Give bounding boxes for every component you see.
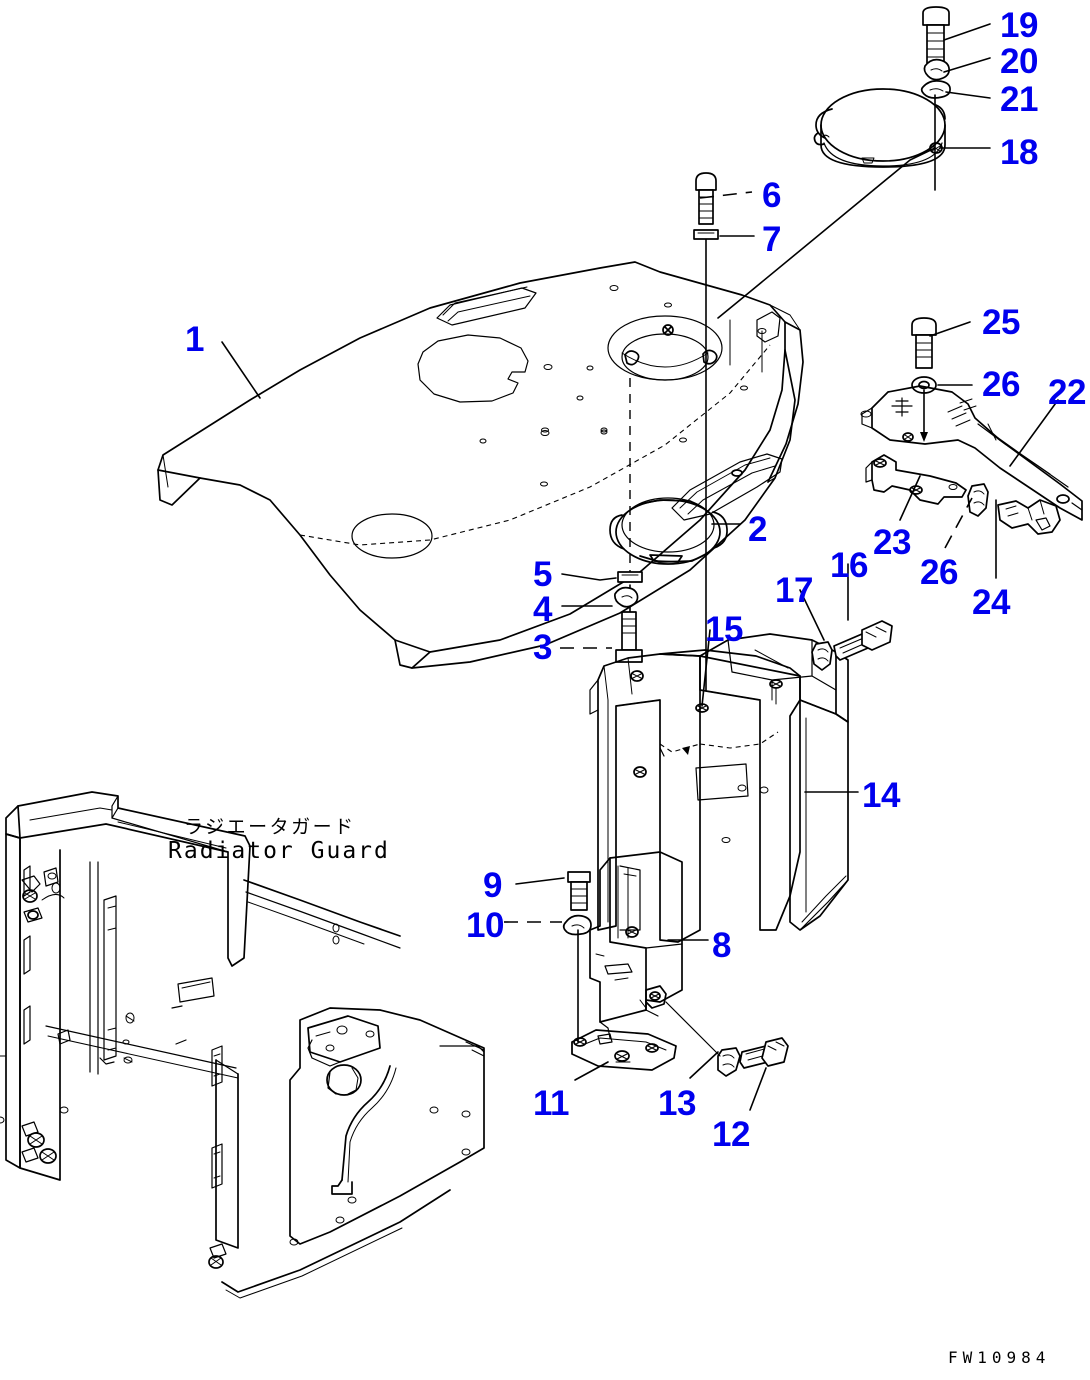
drawing-number: FW10984 [948,1348,1051,1367]
bracket-to-bolt-link [665,1001,721,1057]
leader-18-to-hood [717,147,936,319]
lock-washer-part-4 [614,586,639,608]
callout-11[interactable]: 11 [533,1084,570,1123]
callout-19[interactable]: 19 [1000,6,1038,45]
bolt-part-16 [833,620,893,661]
callout-2[interactable]: 2 [748,510,767,549]
leader-21 [945,91,991,99]
callout-13[interactable]: 13 [658,1084,696,1123]
washer-part-26-lower [967,483,989,517]
callout-15[interactable]: 15 [705,610,743,649]
leader-26-lower [944,497,973,549]
radiator-guard-caption-en: Radiator Guard [168,838,390,864]
callout-leader-lines [221,23,1059,1111]
leader-22 [1009,399,1059,467]
callout-3[interactable]: 3 [533,628,552,667]
callout-8[interactable]: 8 [712,926,731,965]
clamp-part-24 [997,499,1061,535]
callout-12[interactable]: 12 [712,1115,750,1154]
callout-9[interactable]: 9 [483,866,502,905]
leader-5 [561,573,617,581]
leader-9 [515,877,565,885]
callout-22[interactable]: 22 [1048,373,1086,412]
leader-11 [574,1061,609,1081]
callout-4[interactable]: 4 [533,590,552,629]
callout-7[interactable]: 7 [762,220,781,259]
filler-cap-part-18 [813,88,946,168]
bolt-part-6 [695,172,717,225]
washer-part-17 [811,641,833,671]
radiator-guard-caption-jp: ラジエータガード [184,816,356,838]
washer-part-26-upper [911,376,937,394]
callout-10[interactable]: 10 [466,906,504,945]
rear-cover-panel-part-14 [589,633,849,943]
leader-1 [221,341,261,399]
leader-13 [689,1051,719,1079]
callout-20[interactable]: 20 [1000,42,1038,81]
callout-17[interactable]: 17 [775,571,813,610]
nut-part-5 [617,571,643,583]
base-plate-part-11 [571,1029,677,1071]
leader-19 [943,23,991,41]
hood-panel-part-1 [157,261,804,669]
leader-6 [699,191,753,199]
bolt-part-19 [922,6,950,64]
flat-bracket-part-23 [865,454,967,505]
callout-26-lower[interactable]: 26 [920,553,958,592]
leader-17 [799,589,825,641]
callout-24[interactable]: 24 [972,583,1010,622]
leader-20 [943,57,991,73]
callout-25[interactable]: 25 [982,303,1020,342]
bolt-part-3 [615,611,643,663]
leader-12 [749,1067,767,1111]
callout-21[interactable]: 21 [1000,80,1038,119]
leader-25 [929,321,971,337]
leader-23 [899,475,921,521]
support-bracket-part-8 [589,851,683,1039]
callout-26-upper[interactable]: 26 [982,365,1020,404]
washer-part-7 [693,229,719,240]
callout-23[interactable]: 23 [873,523,911,562]
callout-16[interactable]: 16 [830,546,868,585]
washer-part-10 [562,914,592,936]
leader-15 [701,629,711,707]
washer-part-21 [920,80,951,99]
bolt-part-12 [739,1037,789,1069]
callout-1[interactable]: 1 [185,320,204,359]
radiator-guard-assembly [0,791,485,1299]
callout-14[interactable]: 14 [862,776,900,815]
lock-washer-part-20 [923,58,950,81]
long-arm-bracket-part-22 [860,385,1083,521]
bolt-part-9 [567,871,591,911]
washer-part-13 [717,1047,741,1077]
callout-5[interactable]: 5 [533,555,552,594]
ring-gasket-part-2 [609,497,728,565]
callout-6[interactable]: 6 [762,176,781,215]
bolt-part-25 [911,317,937,369]
callout-18[interactable]: 18 [1000,133,1038,172]
